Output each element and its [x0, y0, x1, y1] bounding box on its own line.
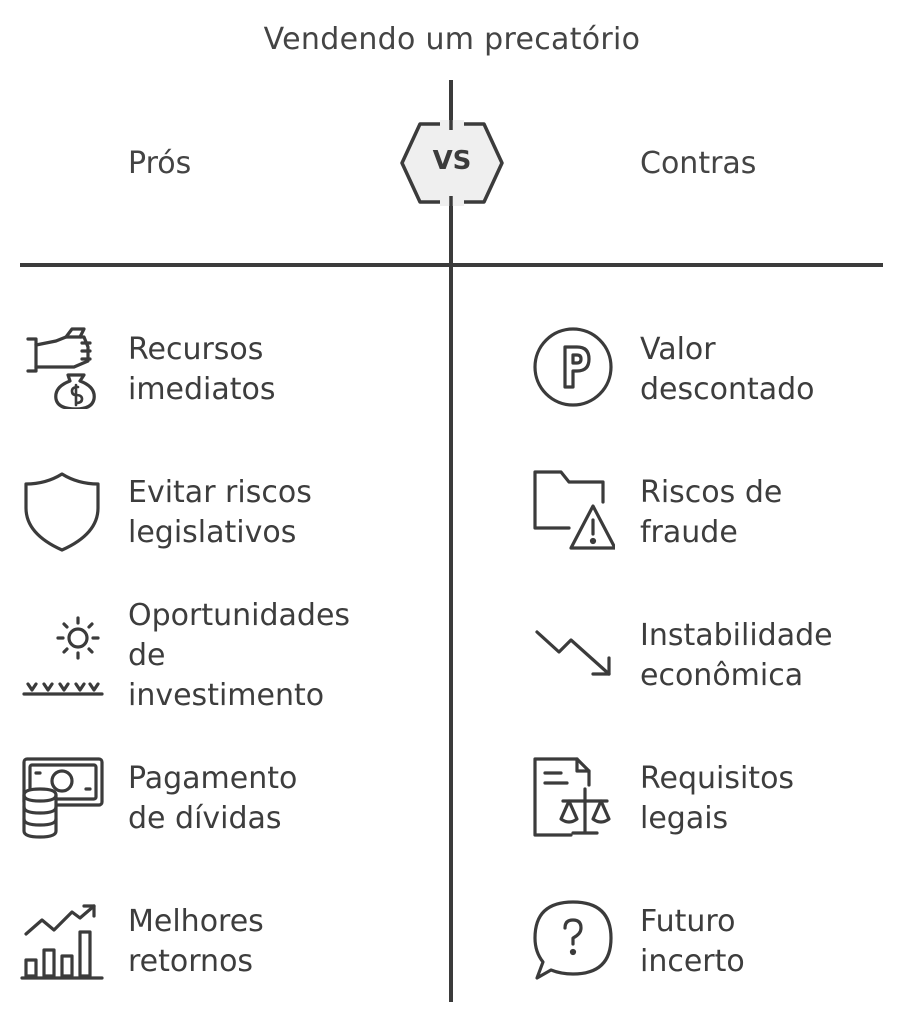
header-divider: [20, 263, 883, 267]
downtrend-icon: [531, 612, 615, 696]
sun-sprout-icon: [20, 612, 104, 696]
hand-money-bag-icon: [22, 325, 106, 409]
growth-chart-icon: [20, 898, 104, 982]
folder-warning-icon: [531, 468, 615, 552]
vs-badge: VS: [398, 120, 506, 206]
legal-document-icon: [531, 755, 615, 839]
center-divider: [449, 80, 453, 1002]
diagram-title: Vendendo um precatório: [263, 22, 641, 57]
cons-heading: Contras: [640, 146, 757, 181]
pros-heading: Prós: [128, 146, 192, 181]
vs-label: VS: [432, 146, 472, 176]
cash-coins-icon: [20, 755, 104, 839]
p-circle-icon: [531, 325, 615, 409]
shield-icon: [20, 468, 104, 552]
question-bubble-icon: [531, 898, 615, 982]
